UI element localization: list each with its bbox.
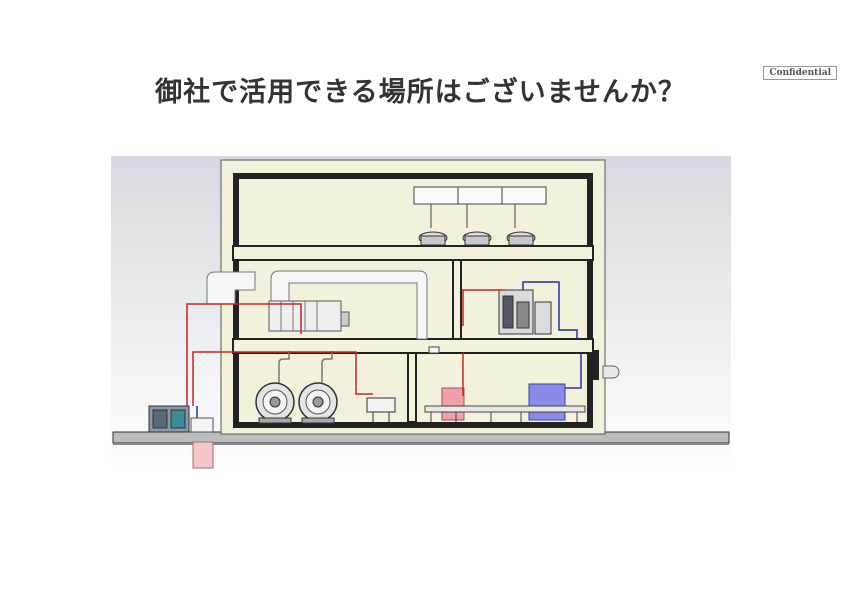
left-column [233,173,239,428]
cold-water-tank [528,383,566,421]
hot-pipe-1f [192,351,373,406]
exhaust-vent [602,365,620,379]
hot-pipe-right [462,289,505,396]
hot-water-tank [441,387,465,421]
hot-pipe-2f [186,303,302,406]
conveyor-belt [424,405,586,413]
right-column [587,173,593,428]
cold-pipe-2f [522,281,578,339]
ground-slab-shadow [113,443,729,445]
cold-pipe-1f [565,353,582,389]
exterior-duct [206,271,256,305]
process-tank [366,397,396,413]
blower-fan [298,382,338,424]
floor-slab-1f [233,422,593,428]
auxiliary-tank [190,417,214,433]
blower-fan [255,382,295,424]
roof-beam [233,173,593,179]
partition-2f [452,259,462,340]
page-title: 御社で活用できる場所はございませんか？ [155,77,686,108]
right-ledge [593,350,599,380]
cooking-kettle [462,231,492,246]
water-tank [534,301,552,335]
floor-slab-2f [232,338,594,354]
confidential-badge: Confidential [763,66,837,80]
floor-slab-3f [232,245,594,261]
factory-illustration-svg [111,156,731,476]
kitchen-hood [413,186,547,205]
factory-building-cross-section-icon [111,156,731,476]
underground-pit [192,441,214,469]
cooking-kettle [506,231,536,246]
overhead-duct [270,270,428,340]
cooking-kettle [418,231,448,246]
partition-1f [407,352,417,423]
